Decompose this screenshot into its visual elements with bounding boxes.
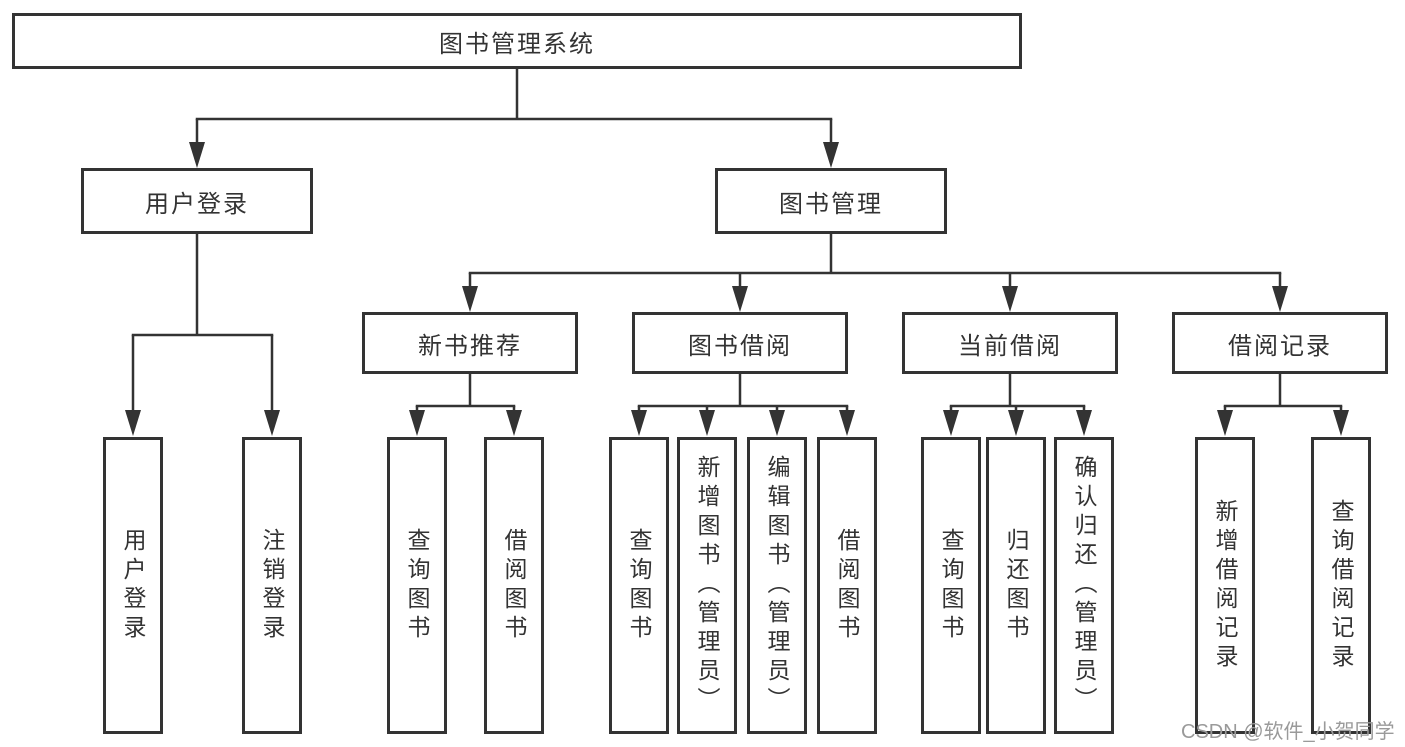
leaf-borrowing-add-books-admin-label: 新增图书（管理员）	[694, 455, 720, 716]
leaf-borrowing-query-books: 查询图书	[609, 437, 669, 734]
leaf-current-confirm-return-admin: 确认归还（管理员）	[1054, 437, 1114, 734]
node-user-login-label: 用户登录	[145, 190, 249, 218]
leaf-current-query-books: 查询图书	[921, 437, 981, 734]
leaf-recommend-borrow-books-label: 借阅图书	[501, 527, 527, 644]
arrowheads	[125, 142, 1349, 436]
leaf-records-query-record-label: 查询借阅记录	[1328, 498, 1354, 673]
node-book-borrowing: 图书借阅	[632, 312, 848, 374]
node-borrowing-records-label: 借阅记录	[1228, 332, 1332, 360]
leaf-recommend-query-books: 查询图书	[387, 437, 447, 734]
node-user-login: 用户登录	[81, 168, 313, 234]
node-root-label: 图书管理系统	[439, 30, 595, 58]
leaf-borrowing-add-books-admin: 新增图书（管理员）	[677, 437, 737, 734]
leaf-records-query-record: 查询借阅记录	[1311, 437, 1371, 734]
leaf-borrowing-borrow-books: 借阅图书	[817, 437, 877, 734]
leaf-logout-label: 注销登录	[259, 527, 285, 644]
leaf-borrowing-borrow-books-label: 借阅图书	[834, 527, 860, 644]
node-root: 图书管理系统	[12, 13, 1022, 69]
leaf-current-query-books-label: 查询图书	[938, 527, 964, 644]
leaf-recommend-query-books-label: 查询图书	[404, 527, 430, 644]
node-book-borrowing-label: 图书借阅	[688, 332, 792, 360]
leaf-recommend-borrow-books: 借阅图书	[484, 437, 544, 734]
node-new-book-recommend: 新书推荐	[362, 312, 578, 374]
node-current-borrowing: 当前借阅	[902, 312, 1118, 374]
node-new-book-recommend-label: 新书推荐	[418, 332, 522, 360]
watermark: CSDN @软件_小贺同学	[1181, 721, 1395, 743]
leaf-records-add-record: 新增借阅记录	[1195, 437, 1255, 734]
node-book-management: 图书管理	[715, 168, 947, 234]
leaf-logout: 注销登录	[242, 437, 302, 734]
node-book-management-label: 图书管理	[779, 190, 883, 218]
node-current-borrowing-label: 当前借阅	[958, 332, 1062, 360]
leaf-borrowing-query-books-label: 查询图书	[626, 527, 652, 644]
leaf-borrowing-edit-books-admin: 编辑图书（管理员）	[747, 437, 807, 734]
leaf-records-add-record-label: 新增借阅记录	[1212, 498, 1238, 673]
leaf-user-login-label: 用户登录	[120, 527, 146, 644]
leaf-user-login: 用户登录	[103, 437, 163, 734]
leaf-current-return-books: 归还图书	[986, 437, 1046, 734]
leaf-current-return-books-label: 归还图书	[1003, 527, 1029, 644]
leaf-current-confirm-return-admin-label: 确认归还（管理员）	[1071, 455, 1097, 716]
leaf-borrowing-edit-books-admin-label: 编辑图书（管理员）	[764, 455, 790, 716]
node-borrowing-records: 借阅记录	[1172, 312, 1388, 374]
